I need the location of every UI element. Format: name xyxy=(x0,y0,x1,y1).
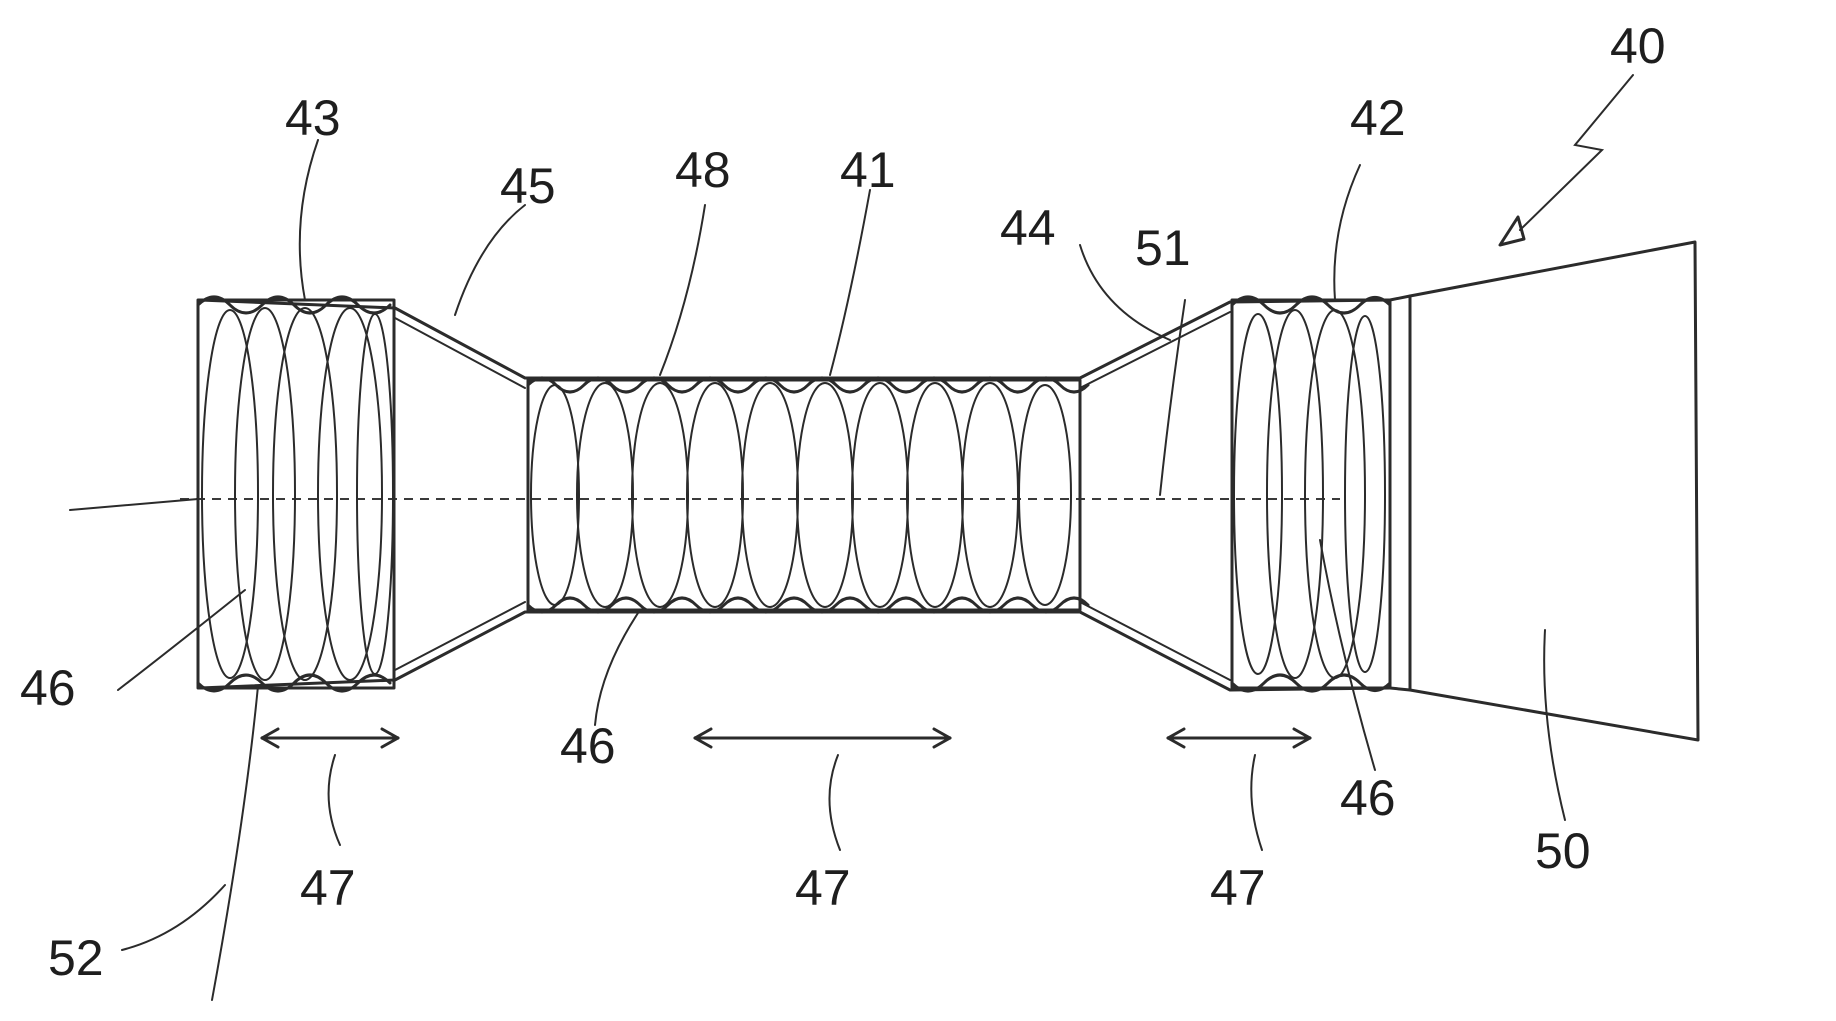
label-47-left: 47 xyxy=(300,860,356,916)
label-41: 41 xyxy=(840,142,896,198)
label-40: 40 xyxy=(1610,18,1666,74)
arrow-middle-section xyxy=(695,729,950,747)
label-46-left: 46 xyxy=(20,660,76,716)
label-51: 51 xyxy=(1135,220,1191,276)
middle-stent-section xyxy=(528,380,1080,610)
label-45: 45 xyxy=(500,158,556,214)
label-43: 43 xyxy=(285,90,341,146)
right-stent-wires xyxy=(1234,310,1385,678)
label-44: 44 xyxy=(1000,200,1056,256)
label-46-right: 46 xyxy=(1340,770,1396,826)
arrow-right-section xyxy=(1168,729,1310,747)
label-46-middle: 46 xyxy=(560,718,616,774)
label-47-right: 47 xyxy=(1210,860,1266,916)
graft-bottom-outline xyxy=(200,612,1390,690)
right-stent-section xyxy=(1232,300,1390,688)
middle-stent-wires xyxy=(531,383,1071,607)
axis-left-stub xyxy=(70,499,198,510)
label-48: 48 xyxy=(675,142,731,198)
label-47-middle: 47 xyxy=(795,860,851,916)
label-52: 52 xyxy=(48,930,104,986)
arrow-left-section xyxy=(262,729,398,747)
label-50: 50 xyxy=(1535,823,1591,879)
left-stent-wires xyxy=(202,308,393,680)
label-42: 42 xyxy=(1350,90,1406,146)
